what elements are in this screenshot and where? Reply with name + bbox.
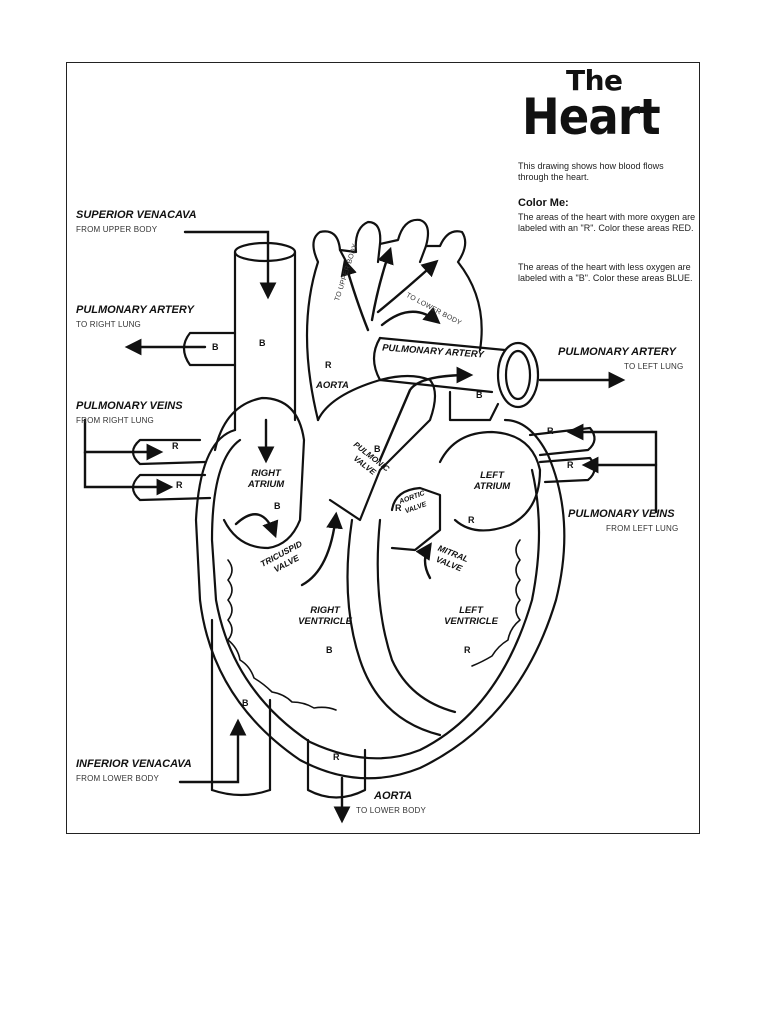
callout-pulmonary-artery-right-title: PULMONARY ARTERY	[76, 304, 194, 316]
arrow-aorta-upper-1	[340, 258, 370, 332]
pulmonary-outflow	[316, 374, 437, 522]
callout-pulmonary-veins-left-sub: FROM LEFT LUNG	[606, 524, 679, 533]
marker-red: R	[172, 441, 179, 451]
title-line-1: The	[566, 64, 623, 97]
color-me-red-instructions: The areas of the heart with more oxygen …	[518, 212, 696, 233]
callout-pulmonary-veins-left-title: PULMONARY VEINS	[568, 508, 675, 520]
color-me-heading: Color Me:	[518, 197, 569, 209]
arrow-pulmonary-veins-left-1	[566, 423, 658, 514]
marker-red: R	[395, 503, 402, 513]
marker-blue: B	[242, 698, 249, 708]
aortic-outflow	[390, 486, 442, 552]
arrow-mitral	[415, 542, 432, 580]
heart-inner-wall	[210, 438, 541, 760]
label-right-ventricle: RIGHT VENTRICLE	[298, 605, 352, 627]
label-right-atrium: RIGHT ATRIUM	[247, 468, 285, 490]
marker-blue: B	[274, 501, 281, 511]
arrow-superior-vena-cava	[183, 230, 277, 300]
callout-pulmonary-artery-right-sub: TO RIGHT LUNG	[76, 320, 141, 329]
marker-blue: B	[259, 338, 266, 348]
worksheet-frame	[66, 62, 700, 834]
callout-superior-vena-cava-sub: FROM UPPER BODY	[76, 225, 158, 234]
interventricular-septum	[346, 518, 457, 737]
right-pulmonary-artery	[182, 331, 237, 367]
marker-blue: B	[476, 390, 483, 400]
label-left-atrium: LEFT ATRIUM	[473, 470, 511, 492]
superior-vena-cava	[233, 241, 297, 432]
callout-inferior-vena-cava-title: INFERIOR VENACAVA	[76, 758, 192, 770]
marker-red: R	[325, 360, 332, 370]
pulmonary-artery-trunk	[372, 336, 540, 422]
inferior-vena-cava	[210, 618, 272, 797]
marker-red: R	[547, 426, 554, 436]
arrow-tricuspid	[234, 513, 279, 539]
callout-aorta-title: AORTA	[374, 790, 413, 802]
callout-superior-vena-cava-title: SUPERIOR VENACAVA	[76, 209, 197, 221]
left-ventricle-wall-texture	[471, 539, 521, 667]
marker-blue: B	[374, 444, 381, 454]
callout-pulmonary-artery-left-sub: TO LEFT LUNG	[624, 362, 684, 371]
marker-red: R	[567, 460, 574, 470]
arrow-aorta-upper-3	[376, 259, 439, 314]
arrow-right-ventricle-up	[300, 511, 343, 587]
descending-aorta	[306, 738, 367, 799]
arrow-pulmonary-trunk	[378, 366, 474, 462]
callout-pulmonary-veins-right-sub: FROM RIGHT LUNG	[76, 416, 154, 425]
marker-red: R	[464, 645, 471, 655]
right-atrium-chamber	[213, 396, 306, 550]
marker-blue: B	[326, 645, 333, 655]
marker-red: R	[333, 752, 340, 762]
title-line-2: Heart	[522, 88, 661, 146]
callout-pulmonary-artery-left-title: PULMONARY ARTERY	[558, 346, 676, 358]
arrow-inferior-vena-cava	[178, 718, 247, 784]
marker-blue: B	[212, 342, 219, 352]
color-me-blue-instructions: The areas of the heart with less oxygen …	[518, 262, 693, 283]
callout-inferior-vena-cava-sub: FROM LOWER BODY	[76, 774, 160, 783]
heart-outer-wall	[194, 418, 566, 780]
arrow-aorta-lower-body	[380, 306, 441, 327]
right-ventricle-wall-texture	[227, 559, 337, 711]
marker-red: R	[176, 480, 183, 490]
callout-pulmonary-veins-right-title: PULMONARY VEINS	[76, 400, 183, 412]
left-atrium-chamber	[438, 430, 542, 532]
arrow-pulmonary-veins-right-2	[83, 450, 174, 496]
arrow-aorta-upper-2	[370, 246, 394, 322]
label-aorta: AORTA	[316, 380, 349, 391]
intro-text: This drawing shows how blood flows throu…	[518, 161, 664, 182]
label-left-ventricle: LEFT VENTRICLE	[444, 605, 498, 627]
callout-aorta-sub: TO LOWER BODY	[356, 806, 427, 815]
marker-red: R	[468, 515, 475, 525]
